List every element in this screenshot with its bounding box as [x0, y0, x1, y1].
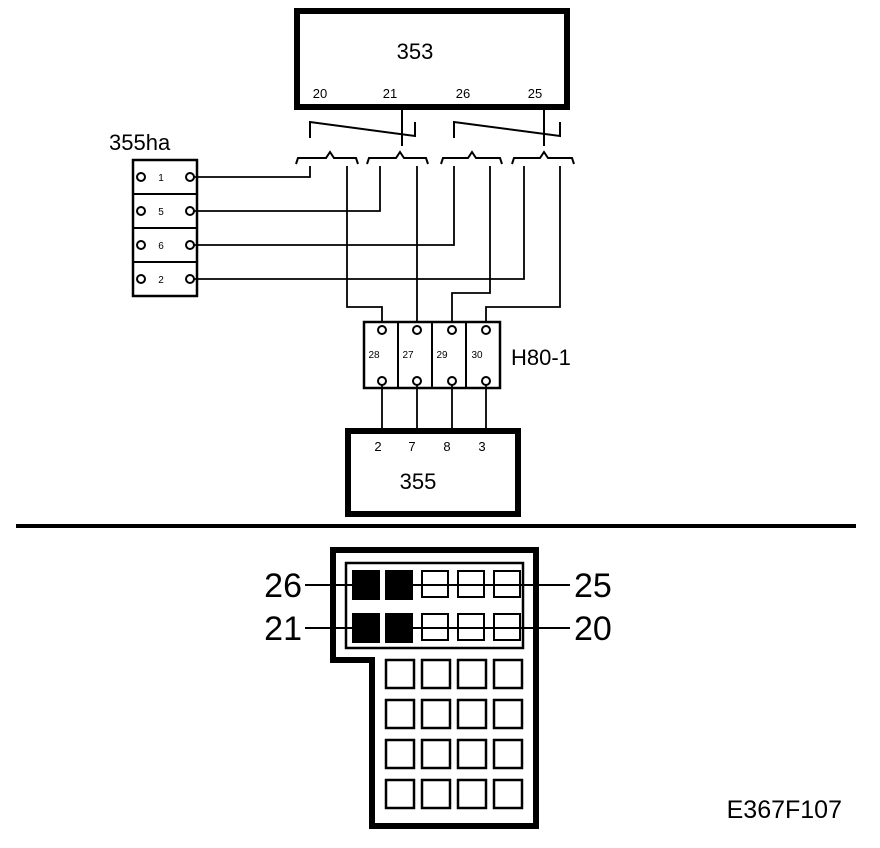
connector-h80-pin-29: 29	[436, 350, 448, 361]
unit-353-pin-26: 26	[456, 86, 470, 101]
unit-353-pin-25: 25	[528, 86, 542, 101]
unit-355-pin-8: 8	[443, 439, 450, 454]
unit-355-label: 355	[400, 469, 437, 494]
connector-355ha-pin-6: 6	[158, 241, 164, 252]
unit-353-label: 353	[397, 39, 434, 64]
connector-355ha-pin-2: 2	[158, 275, 164, 286]
unit-355-pin-2: 2	[374, 439, 381, 454]
unit-355-pin-3: 3	[478, 439, 485, 454]
cavity-empty	[492, 778, 524, 810]
connector-355ha-pin-5: 5	[158, 207, 164, 218]
unit-353: 353 20 21 26 25	[294, 8, 570, 110]
cavity-empty	[420, 778, 452, 810]
cavity-empty	[420, 698, 452, 730]
connector-h80-1: 28 27 29 30 H80-1	[362, 320, 571, 390]
callout-20: 20	[574, 610, 612, 648]
wires-355	[381, 385, 487, 430]
cavity-empty	[384, 698, 416, 730]
connector-h80-pin-28: 28	[368, 350, 380, 361]
connector-h80-label: H80-1	[511, 345, 571, 370]
connector-355ha: 355ha 1 5 6 2	[109, 130, 199, 298]
cavity-empty	[456, 778, 488, 810]
cavity-empty	[384, 658, 416, 690]
wires-355ha	[194, 166, 525, 280]
cavity-empty	[456, 658, 488, 690]
cavity-empty	[384, 778, 416, 810]
cavity-empty	[492, 658, 524, 690]
cavity-empty	[456, 738, 488, 770]
callout-25: 25	[574, 567, 612, 605]
cable-brackets	[295, 150, 575, 165]
connector-h80-pin-30: 30	[471, 350, 483, 361]
connector-face-view: 26 25 21 20	[264, 547, 612, 829]
cavity-empty	[492, 738, 524, 770]
unit-355: 2 7 8 3 355	[345, 428, 521, 517]
callout-21: 21	[264, 610, 302, 648]
cavity-empty	[384, 738, 416, 770]
unit-353-pin-21: 21	[383, 86, 397, 101]
cavity-empty	[420, 658, 452, 690]
cavity-empty	[420, 738, 452, 770]
connector-355ha-pin-1: 1	[158, 173, 164, 184]
unit-355-pin-7: 7	[408, 439, 415, 454]
cavity-empty	[456, 698, 488, 730]
wires-h80	[346, 166, 561, 324]
callout-26: 26	[264, 567, 302, 605]
connector-355ha-label: 355ha	[109, 130, 171, 155]
figure-code: E367F107	[727, 796, 842, 824]
cavity-used	[385, 570, 413, 600]
twisted-pair-marks	[309, 108, 561, 146]
cavity-empty	[492, 698, 524, 730]
connector-h80-pin-27: 27	[402, 350, 414, 361]
unit-353-pin-20: 20	[313, 86, 327, 101]
